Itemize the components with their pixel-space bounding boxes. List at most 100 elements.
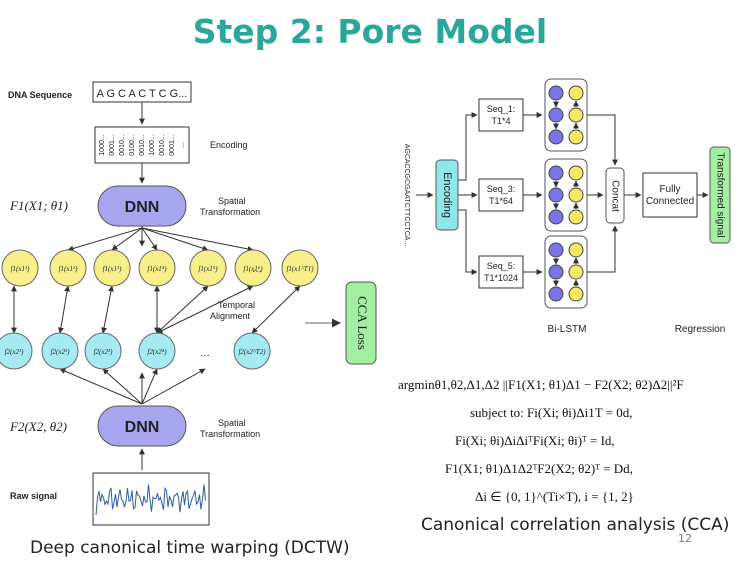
- seq-box-size: T1*64: [489, 196, 513, 206]
- seq-box-size: T1*1024: [484, 273, 518, 283]
- arrow-lstm3-to-concat: [587, 225, 618, 273]
- bottom-node: [138, 332, 176, 370]
- top-node-label: f1(x1²): [59, 265, 78, 273]
- equation-objective: argminθ1,θ2,Δ1,Δ2 ||F1(X1; θ1)Δ1 − F2(X2…: [398, 377, 684, 392]
- temporal-label-1: Temporal: [218, 300, 255, 310]
- equation-constraint-2: Fi(Xi; θi)ΔiΔiᵀFi(Xi; θi)ᵀ = Id,: [455, 433, 615, 448]
- lstm-forward-cell: [548, 165, 564, 181]
- dnn-output-edge: [141, 227, 254, 252]
- dnn-input-edge: [141, 368, 206, 405]
- dna-sequence-label: DNA Sequence: [8, 90, 72, 100]
- seq-box-title: Seq_5:: [487, 261, 516, 271]
- cca-loss-box: [345, 281, 377, 365]
- equation-constraint-1: subject to: Fi(Xi; θi)Δi1T = 0d,: [470, 405, 633, 420]
- top-node: [1, 249, 39, 287]
- dnn-top-label: DNN: [125, 199, 160, 216]
- encoding-label: Encoding: [210, 140, 248, 150]
- top-node: [234, 249, 272, 287]
- seq-box: [478, 255, 524, 289]
- cca-loss-label: CCA Loss: [355, 296, 370, 350]
- dnn-bottom-box: [97, 405, 187, 447]
- dnn-bottom-label: DNN: [125, 419, 160, 436]
- top-node: [189, 249, 227, 287]
- seq-box-size: T1*4: [491, 116, 510, 126]
- f1-label: F1(X1; θ1): [9, 198, 68, 213]
- top-node-label: f1(x1³): [103, 265, 122, 273]
- spatial-label-bottom-1: Spatial: [218, 418, 246, 428]
- lstm-forward-cell: [548, 107, 564, 123]
- branch-arrow-1: [458, 112, 478, 181]
- temporal-label-2: Alignment: [210, 311, 251, 321]
- lstm-forward-cell: [548, 242, 564, 258]
- spatial-label-top-1: Spatial: [218, 196, 246, 206]
- dnn-input-edge: [102, 368, 143, 405]
- branch-arrow-3: [458, 209, 478, 275]
- lstm-backward-cell: [568, 85, 584, 101]
- top-node-ellipsis: …: [252, 264, 262, 275]
- lstm-backward-cell: [568, 107, 584, 123]
- dnn-input-edge: [141, 368, 158, 405]
- top-node: [93, 249, 131, 287]
- spatial-label-top-2: Transformation: [200, 207, 260, 217]
- encoding-block-label: Encoding: [441, 172, 453, 218]
- top-node-label: f1(x1⁶): [243, 265, 263, 273]
- top-node-label: f1(x1⁴): [147, 265, 167, 273]
- page-number: 12: [678, 532, 692, 545]
- dnn-output-edge: [111, 227, 143, 251]
- dnn-output-edge: [141, 227, 209, 252]
- lstm-forward-cell: [548, 85, 564, 101]
- raw-signal-label: Raw signal: [10, 491, 57, 501]
- bottom-node: [41, 332, 79, 370]
- lstm-forward-cell: [548, 129, 564, 145]
- bottom-node-label: f2(x2¹): [5, 348, 24, 356]
- top-node: [138, 249, 176, 287]
- top-node-label: f1(x1^T1): [286, 265, 314, 273]
- alignment-edge: [156, 285, 254, 334]
- equation-constraint-4: Δi ∈ {0, 1}^(Ti×T), i = {1, 2}: [475, 489, 634, 504]
- lstm-backward-cell: [568, 264, 584, 280]
- raw-signal-waveform: [95, 484, 206, 516]
- lstm-backward-cell: [568, 129, 584, 145]
- spatial-label-bottom-2: Transformation: [200, 429, 260, 439]
- lstm-backward-cell: [568, 165, 584, 181]
- fully-connected-block: [642, 172, 698, 218]
- encoding-matrix-columns: 1000...0001...0010...0100...0010...1000.…: [99, 134, 186, 155]
- bilstm-label: Bi-LSTM: [548, 324, 587, 335]
- regression-label: Regression: [675, 324, 726, 335]
- bottom-node-label: f2(x2⁴): [147, 348, 167, 356]
- encoding-matrix-row: 1000...: [99, 134, 106, 155]
- equation-constraint-3: F1(X1; θ1)Δ1Δ2ᵀF2(X2; θ2)ᵀ = Dd,: [445, 461, 633, 476]
- bottom-node-label: f2(x2³): [94, 348, 113, 356]
- lstm-backward-cell: [568, 242, 584, 258]
- encoding-matrix-row: 0010...: [119, 134, 126, 155]
- fc-label-2: Connected: [646, 196, 694, 207]
- seq-box-title: Seq_3:: [487, 184, 516, 194]
- raw-signal-box: [92, 472, 210, 526]
- fc-label-1: Fully: [659, 184, 680, 195]
- encoding-matrix-row: 0010...: [139, 134, 146, 155]
- lstm-backward-cell: [568, 187, 584, 203]
- alignment-edge: [101, 285, 114, 334]
- concat-label: Concat: [609, 180, 620, 212]
- encoding-matrix-row: 0010...: [159, 134, 166, 155]
- f2-label: F2(X2, θ2): [9, 419, 67, 434]
- top-node-label: f1(x1⁵): [198, 265, 218, 273]
- transformed-signal-block: [709, 146, 731, 244]
- transformed-signal-label: Transformed signal: [714, 152, 725, 237]
- bottom-node-label: f2(x2^T2): [238, 348, 266, 356]
- top-node: [281, 249, 319, 287]
- alignment-edge: [251, 285, 301, 334]
- dnn-input-edge: [59, 368, 143, 405]
- encoding-matrix-row: 0001...: [169, 134, 176, 155]
- encoding-matrix-row: 1000...: [149, 134, 156, 155]
- bottom-node: [0, 332, 33, 370]
- lstm-forward-cell: [548, 264, 564, 280]
- lstm-forward-cell: [548, 187, 564, 203]
- bottom-node-ellipsis: …: [200, 348, 210, 359]
- alignment-edge: [57, 285, 71, 334]
- slide-title: Step 2: Pore Model: [192, 12, 548, 51]
- dnn-output-edge: [141, 227, 158, 251]
- seq-box-title: Seq_1:: [487, 104, 516, 114]
- top-node-label: f1(x1¹): [11, 265, 30, 273]
